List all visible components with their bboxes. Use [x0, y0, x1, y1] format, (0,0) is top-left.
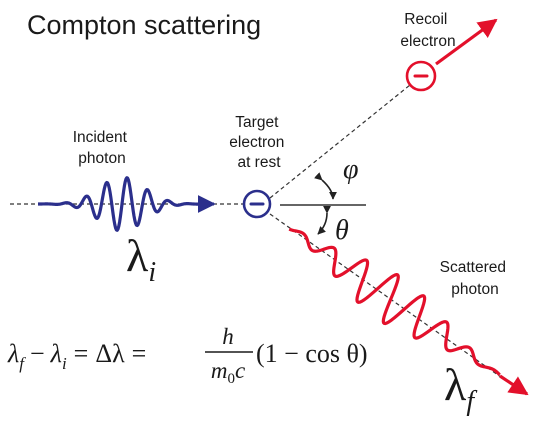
recoil-arrow [435, 18, 498, 66]
eq-minus: − [30, 339, 45, 368]
scattered-photon-wave [288, 227, 501, 376]
eq-delta-lambda: Δλ [95, 339, 125, 368]
eq-denom-sub: 0 [227, 371, 235, 387]
theta-arc [317, 205, 332, 235]
lambda-i-subscript: i [148, 257, 156, 288]
lambda-f-label: λf [444, 359, 477, 417]
diagram-title: Compton scattering [27, 10, 261, 40]
equation-lhs: λf−λi=Δλ= [7, 339, 146, 373]
eq-denominator: m0c [211, 358, 245, 387]
target-label-line-2: electron [229, 134, 284, 151]
eq-lambda-i-sub: i [62, 354, 67, 373]
eq-denom-c: c [235, 358, 245, 383]
target-label-line-1: Target [235, 114, 279, 131]
eq-equals-2: = [132, 339, 147, 368]
recoil-label-line-1: Recoil [404, 11, 447, 28]
recoil-label-line-2: electron [400, 33, 455, 50]
incident-label-line-1: Incident [73, 129, 128, 146]
recoil-label: Recoil electron [400, 11, 455, 50]
scattered-path [269, 213, 506, 381]
eq-lambda-f-sub: f [19, 354, 26, 373]
scattered-arrow [499, 374, 529, 396]
incident-label: Incident photon [73, 129, 132, 167]
target-electron [242, 189, 272, 219]
eq-lambda-i: λ [50, 339, 62, 368]
lambda-i-label: λi [126, 230, 156, 288]
phi-arc [313, 172, 337, 200]
eq-tail: (1 − cos θ) [256, 339, 368, 368]
scattered-label: Scattered photon [440, 259, 511, 298]
theta-symbol: θ [335, 215, 349, 246]
eq-denom-m: m [211, 358, 228, 383]
lambda-f-symbol: λ [444, 359, 467, 410]
eq-numerator: h [222, 324, 234, 349]
eq-equals-1: = [74, 339, 89, 368]
target-label-line-3: at rest [237, 154, 281, 171]
incident-photon-wave [37, 176, 206, 232]
scattered-label-line-1: Scattered [440, 259, 506, 276]
lambda-f-subscript: f [466, 386, 477, 417]
scattered-label-line-2: photon [451, 281, 498, 298]
incident-label-line-2: photon [78, 150, 125, 167]
recoil-path [269, 84, 411, 199]
target-label: Target electron at rest [229, 114, 288, 171]
lambda-i-symbol: λ [126, 230, 149, 281]
eq-lambda-f: λ [7, 339, 19, 368]
phi-symbol: φ [343, 154, 359, 185]
recoil-electron [405, 60, 437, 92]
compton-equation: λf−λi=Δλ= h m0c (1 − cos θ) [7, 324, 368, 387]
